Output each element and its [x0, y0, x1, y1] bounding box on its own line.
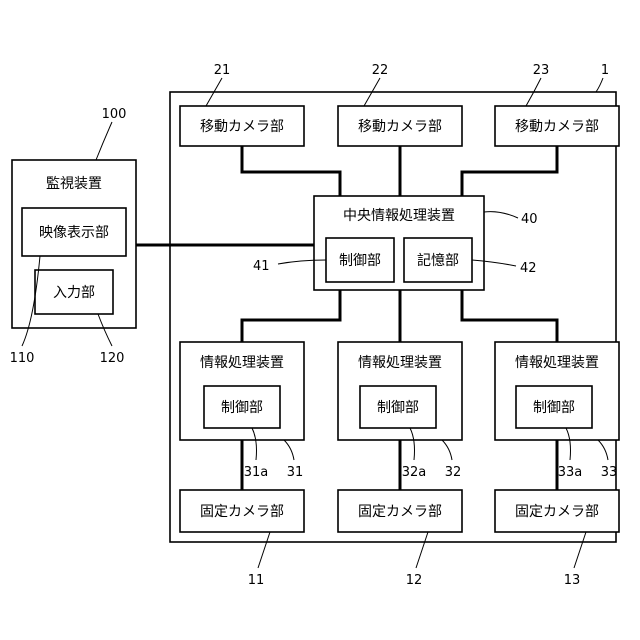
ref-40: 40 — [521, 212, 538, 227]
processing-device-title: 情報処理装置 — [515, 355, 599, 371]
processing-control-unit-label: 制御部 — [377, 400, 419, 416]
monitoring-device: 監視装置 映像表示部 入力部 — [12, 160, 136, 328]
link-processor-33 — [462, 290, 557, 342]
ref-13: 13 — [564, 573, 581, 588]
ref-33a: 33a — [558, 465, 583, 480]
ref-100: 100 — [102, 107, 127, 122]
video-display-unit-label: 映像表示部 — [39, 225, 109, 241]
fixed-camera-unit-label: 固定カメラ部 — [515, 504, 599, 520]
leader-13 — [574, 532, 586, 568]
processing-device-title: 情報処理装置 — [200, 355, 284, 371]
ref-42: 42 — [520, 261, 537, 276]
ref-32: 32 — [445, 465, 462, 480]
leader-33 — [598, 440, 608, 460]
ref-41: 41 — [253, 259, 270, 274]
link-moving-camera-21 — [242, 146, 340, 196]
processing-device-title: 情報処理装置 — [358, 355, 442, 371]
link-moving-camera-23 — [462, 146, 557, 196]
ref-33: 33 — [601, 465, 618, 480]
fixed-camera-unit-13: 固定カメラ部 — [495, 490, 619, 532]
leader-1 — [596, 78, 603, 92]
moving-camera-unit-21: 移動カメラ部 — [180, 106, 304, 146]
link-processor-31 — [242, 290, 340, 342]
ref-23: 23 — [533, 63, 550, 78]
ref-31: 31 — [287, 465, 304, 480]
ref-110: 110 — [10, 351, 35, 366]
input-unit-label: 入力部 — [53, 285, 95, 301]
fixed-camera-unit-label: 固定カメラ部 — [200, 504, 284, 520]
processing-device-33: 情報処理装置 制御部 — [495, 342, 619, 440]
monitoring-device-title: 監視装置 — [46, 175, 102, 192]
ref-22: 22 — [372, 63, 389, 78]
processing-control-unit-label: 制御部 — [533, 400, 575, 416]
ref-31a: 31a — [244, 465, 269, 480]
moving-camera-unit-label: 移動カメラ部 — [515, 119, 599, 135]
moving-camera-unit-label: 移動カメラ部 — [358, 119, 442, 135]
fixed-camera-unit-11: 固定カメラ部 — [180, 490, 304, 532]
leader-11 — [258, 532, 270, 568]
ref-21: 21 — [214, 63, 231, 78]
central-processing-device-title: 中央情報処理装置 — [343, 208, 455, 224]
ref-120: 120 — [100, 351, 125, 366]
leader-40 — [484, 212, 518, 218]
central-processing-device: 中央情報処理装置 制御部 記憶部 — [314, 196, 484, 290]
ref-1: 1 — [601, 63, 609, 78]
fixed-camera-unit-label: 固定カメラ部 — [358, 504, 442, 520]
fixed-camera-unit-12: 固定カメラ部 — [338, 490, 462, 532]
leader-100 — [96, 122, 112, 160]
central-control-unit-label: 制御部 — [339, 253, 381, 269]
moving-camera-unit-22: 移動カメラ部 — [338, 106, 462, 146]
moving-camera-unit-23: 移動カメラ部 — [495, 106, 619, 146]
leader-12 — [416, 532, 428, 568]
ref-11: 11 — [248, 573, 265, 588]
processing-control-unit-label: 制御部 — [221, 400, 263, 416]
system-frame — [170, 92, 616, 542]
processing-device-32: 情報処理装置 制御部 — [338, 342, 462, 440]
ref-12: 12 — [406, 573, 423, 588]
leader-31 — [284, 440, 294, 460]
processing-device-31: 情報処理装置 制御部 — [180, 342, 304, 440]
leader-32 — [442, 440, 452, 460]
ref-32a: 32a — [402, 465, 427, 480]
storage-unit-label: 記憶部 — [417, 252, 459, 269]
moving-camera-unit-label: 移動カメラ部 — [200, 119, 284, 135]
